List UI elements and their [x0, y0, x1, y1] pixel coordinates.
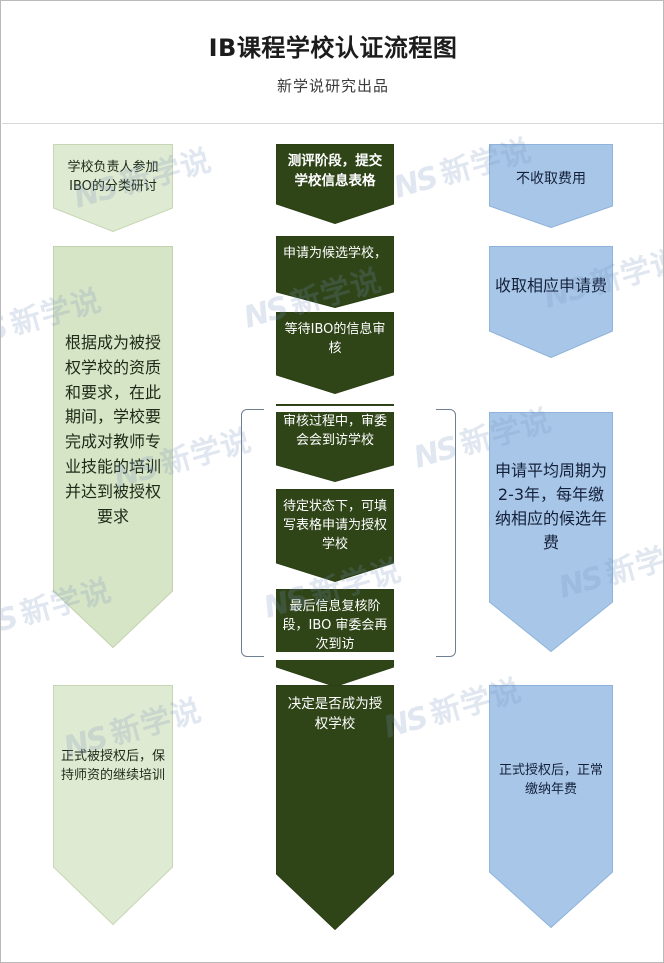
- pentagon-shape: [276, 236, 394, 308]
- node-right-2-label: 收取相应申请费: [495, 276, 608, 295]
- pentagon-shape: [489, 412, 613, 652]
- flow-board: 学校负责人参加IBO的分类研讨 根据成为被授权学校的资质和要求，在此期间，学校要…: [2, 124, 663, 962]
- page-title: IB课程学校认证流程图: [208, 34, 458, 62]
- node-left-3-label: 正式被授权后，保持师资的继续培训: [60, 749, 165, 783]
- node-left-3[interactable]: 正式被授权后，保持师资的继续培训: [53, 685, 173, 925]
- node-right-1-label: 不收取费用: [516, 171, 586, 187]
- node-mid-4[interactable]: 审核过程中，审委会会到访学校: [276, 404, 394, 482]
- bracket-mask-bottom: [264, 652, 436, 660]
- pentagon-shape: [489, 144, 613, 228]
- node-mid-4-label: 审核过程中，审委会会到访学校: [282, 414, 387, 448]
- node-right-4-label: 正式授权后，正常缴纳年费: [498, 763, 603, 797]
- pentagon-shape: [53, 144, 173, 232]
- node-mid-6-label: 最后信息复核阶段，IBO 审委会再次到访: [282, 599, 388, 652]
- node-right-3-label: 申请平均周期为2-3年，每年缴纳相应的候选年费: [495, 461, 608, 552]
- pentagon-shape: [276, 144, 394, 224]
- pentagon-shape: [276, 404, 394, 482]
- node-mid-5[interactable]: 待定状态下，可填写表格申请为授权学校: [276, 489, 394, 582]
- column-school-track: 学校负责人参加IBO的分类研讨 根据成为被授权学校的资质和要求，在此期间，学校要…: [53, 124, 173, 962]
- node-right-2[interactable]: 收取相应申请费: [489, 246, 613, 358]
- column-fee-track: 不收取费用 收取相应申请费 申请平均周期为2-3年，每年缴纳相应的候选年费 正式…: [489, 124, 613, 962]
- pentagon-shape: [489, 685, 613, 928]
- bracket-mask-top: [264, 406, 436, 412]
- node-mid-2-label: 申请为候选学校，: [282, 246, 387, 261]
- column-ibo-process-track: 测评阶段，提交学校信息表格 申请为候选学校， 等待IBO的信息审核 审核过程中，…: [276, 124, 394, 962]
- pentagon-shape: [53, 246, 173, 648]
- pentagon-shape: [276, 685, 394, 930]
- node-mid-5-label: 待定状态下，可填写表格申请为授权学校: [282, 499, 387, 552]
- node-mid-7[interactable]: 决定是否成为授权学校: [276, 685, 394, 930]
- node-right-4[interactable]: 正式授权后，正常缴纳年费: [489, 685, 613, 928]
- node-right-1[interactable]: 不收取费用: [489, 144, 613, 228]
- node-left-1[interactable]: 学校负责人参加IBO的分类研讨: [53, 144, 173, 232]
- node-mid-3-label: 等待IBO的信息审核: [284, 322, 386, 356]
- node-left-2[interactable]: 根据成为被授权学校的资质和要求，在此期间，学校要完成对教师专业技能的培训并达到被…: [53, 246, 173, 648]
- node-mid-1-label: 测评阶段，提交学校信息表格: [287, 153, 383, 189]
- node-right-3[interactable]: 申请平均周期为2-3年，每年缴纳相应的候选年费: [489, 412, 613, 652]
- node-mid-7-label: 决定是否成为授权学校: [287, 696, 383, 732]
- node-left-2-label: 根据成为被授权学校的资质和要求，在此期间，学校要完成对教师专业技能的培训并达到被…: [64, 333, 161, 526]
- node-mid-2[interactable]: 申请为候选学校，: [276, 236, 394, 308]
- node-mid-6[interactable]: 最后信息复核阶段，IBO 审委会再次到访: [276, 589, 394, 687]
- pentagon-shape: [276, 312, 394, 394]
- node-mid-3[interactable]: 等待IBO的信息审核: [276, 312, 394, 394]
- page-subtitle: 新学说研究出品: [276, 77, 389, 96]
- pentagon-shape: [276, 489, 394, 582]
- node-left-1-label: 学校负责人参加IBO的分类研讨: [67, 160, 159, 194]
- pentagon-shape: [489, 246, 613, 358]
- node-mid-1[interactable]: 测评阶段，提交学校信息表格: [276, 144, 394, 224]
- chart-header: IB课程学校认证流程图 新学说研究出品: [2, 2, 663, 124]
- pentagon-shape: [53, 685, 173, 925]
